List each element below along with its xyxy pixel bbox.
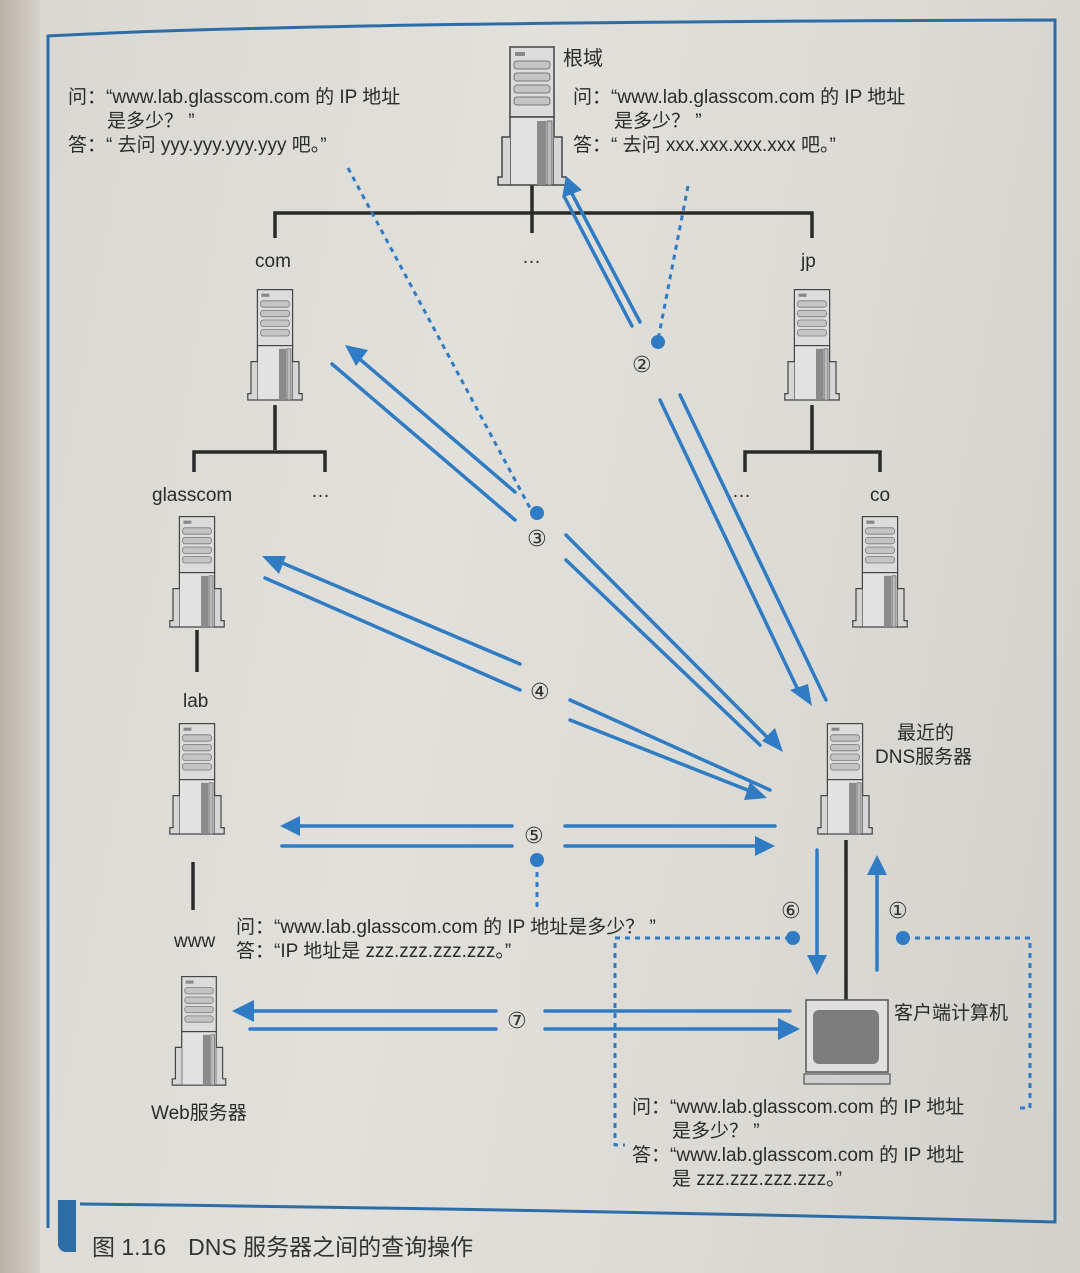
lab-server-icon [169,722,225,835]
answer-label: 答： [236,941,275,962]
caption-tab-marker [58,1200,76,1252]
step-6-marker: ⑥ [781,899,801,924]
nearest-dns-server-icon [817,722,873,835]
top-level-ellipsis: … [522,247,541,268]
question-text: “www.lab.glasscom.com 的 IP 地址 [670,1097,965,1118]
root-domain-label: 根域 [563,48,603,70]
answer-text: “ 去问 xxx.xxx.xxx.xxx 吧。” [611,135,836,156]
client-dialog: 问：“www.lab.glasscom.com 的 IP 地址 是多少？ ” 答… [632,1096,964,1192]
question-label: 问： [68,87,107,108]
lab-server-dialog: 问：“www.lab.glasscom.com 的 IP 地址是多少？ ” 答：… [236,916,656,964]
nearest-dns-label-line1: 最近的 [897,723,955,744]
web-server-icon [171,975,227,1086]
client-computer-icon [803,999,891,1085]
dialog-connectors [346,167,1032,1147]
nearest-dns-label-line2: DNS服务器 [875,747,973,768]
answer-label: 答： [573,135,612,156]
question-label: 问： [632,1097,671,1118]
connector-dots [530,335,910,945]
question-text-cont: 是多少？ ” [107,111,195,132]
question-text: “www.lab.glasscom.com 的 IP 地址 [611,87,906,108]
book-page-edge [0,0,40,1273]
web-server-label: Web服务器 [151,1103,247,1124]
query-arrows [248,188,879,1031]
lab-domain-label: lab [183,691,209,712]
answer-text: “IP 地址是 zzz.zzz.zzz.zzz。” [274,941,512,962]
question-text-cont: 是多少？ ” [672,1121,760,1142]
question-text: “www.lab.glasscom.com 的 IP 地址 [106,87,401,108]
jp-domain-label: jp [801,251,816,272]
step-7-marker: ⑦ [507,1009,527,1034]
glasscom-domain-label: glasscom [152,485,233,506]
com-domain-label: com [255,251,291,272]
jp-server-icon [784,288,840,401]
www-host-label: www [174,931,216,952]
figure-number: 图 1.16 [92,1234,167,1260]
step-1-marker: ① [888,899,908,924]
question-text: “www.lab.glasscom.com 的 IP 地址是多少？ ” [274,917,656,938]
com-server-dialog: 问：“www.lab.glasscom.com 的 IP 地址 是多少？ ” 答… [68,86,400,158]
root-server-icon [497,46,567,186]
question-text-cont: 是多少？ ” [614,111,702,132]
step-5-marker: ⑤ [524,824,544,849]
glasscom-server-icon [169,515,225,628]
answer-text: “ 去问 yyy.yyy.yyy.yyy 吧。” [106,135,327,156]
answer-label: 答： [632,1145,671,1166]
com-server-icon [247,288,303,401]
co-domain-label: co [870,485,891,506]
step-4-marker: ④ [530,680,550,705]
question-label: 问： [236,917,275,938]
answer-text-cont: 是 zzz.zzz.zzz.zzz。” [672,1169,842,1190]
answer-label: 答： [68,135,107,156]
figure-title: DNS 服务器之间的查询操作 [188,1234,474,1260]
step-3-marker: ③ [527,527,547,552]
domain-tree-lines [191,158,882,1000]
root-server-dialog: 问：“www.lab.glasscom.com 的 IP 地址 是多少？ ” 答… [573,86,905,158]
jp-children-ellipsis: … [732,481,751,502]
co-server-icon [852,515,908,628]
answer-text: “www.lab.glasscom.com 的 IP 地址 [670,1145,965,1166]
client-computer-label: 客户端计算机 [894,1003,1009,1024]
com-children-ellipsis: … [311,481,330,502]
arrow-heads [232,176,887,1040]
figure-frame [46,18,1057,1228]
question-label: 问： [573,87,612,108]
step-2-marker: ② [632,353,652,378]
figure-caption: 图 1.16 DNS 服务器之间的查询操作 [92,1228,473,1262]
